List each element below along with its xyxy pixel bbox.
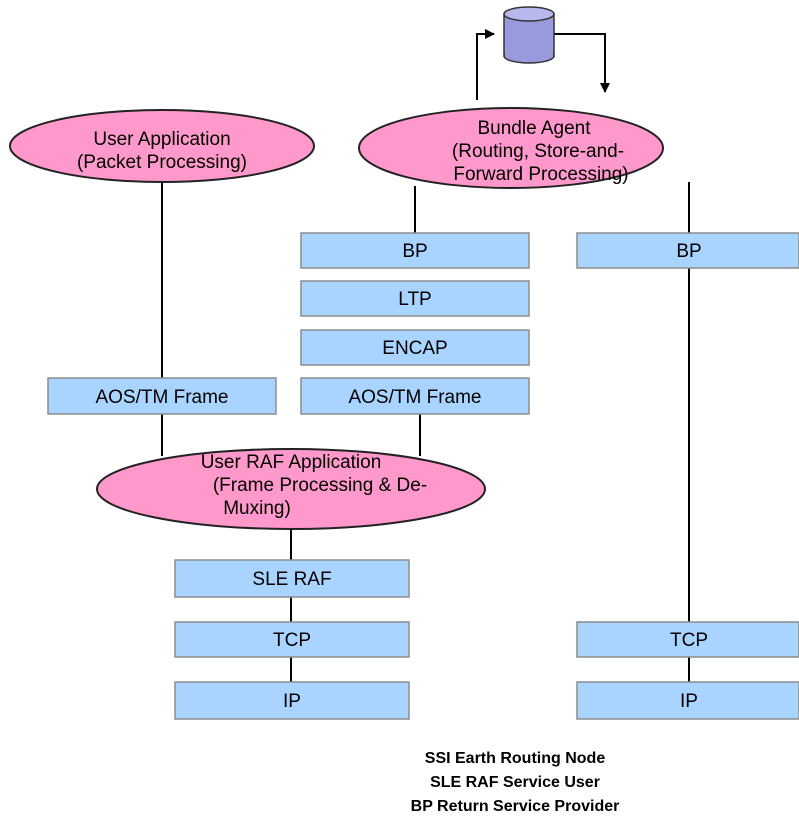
store-arrow [476,29,495,100]
aos-tm-frame-left-label: AOS/TM Frame [95,387,228,408]
caption-line-1: SSI Earth Routing Node [425,750,606,767]
caption-line-2: SLE RAF Service User [430,774,600,791]
tcp-center-label: TCP [273,630,311,651]
bp-center-label: BP [402,241,427,262]
aos-tm-frame-left-box: AOS/TM Frame [47,377,277,415]
database-cylinder-icon [503,6,555,64]
sle-raf-box: SLE RAF [174,559,410,598]
ip-center-label: IP [283,691,301,712]
ip-right-label: IP [680,691,698,712]
bp-center-box: BP [300,232,530,269]
user-application-node: User Application (Packet Processing) [9,109,315,183]
diagram-caption: SSI Earth Routing Node SLE RAF Service U… [411,750,620,815]
tcp-center-box: TCP [174,621,410,658]
user-application-label: User Application [93,129,230,150]
bundle-agent-sublabel-2: Forward Processing) [453,164,628,185]
tcp-right-label: TCP [670,630,708,651]
bundle-agent-sublabel-1: (Routing, Store-and- [452,141,624,162]
ip-center-box: IP [174,681,410,720]
sle-raf-label: SLE RAF [252,569,331,590]
aos-tm-frame-center-box: AOS/TM Frame [300,377,530,415]
user-application-sublabel: (Packet Processing) [77,152,247,173]
user-raf-sublabel-2: Muxing) [223,498,291,519]
ltp-box: LTP [300,280,530,317]
user-raf-application-node: User RAF Application (Frame Processing &… [96,448,486,530]
encap-label: ENCAP [382,338,447,359]
bp-right-label: BP [676,241,701,262]
bp-right-box: BP [576,232,799,269]
ip-right-box: IP [576,681,799,720]
user-raf-sublabel-1: (Frame Processing & De- [213,475,427,496]
bundle-agent-label: Bundle Agent [477,118,591,139]
bundle-agent-node: Bundle Agent (Routing, Store-and- Forwar… [358,107,664,189]
encap-box: ENCAP [300,329,530,366]
user-raf-label: User RAF Application [201,452,382,473]
aos-tm-frame-center-label: AOS/TM Frame [348,387,481,408]
caption-line-3: BP Return Service Provider [411,798,620,815]
ltp-label: LTP [398,289,431,310]
retrieve-arrow [554,33,610,93]
tcp-right-box: TCP [576,621,799,658]
